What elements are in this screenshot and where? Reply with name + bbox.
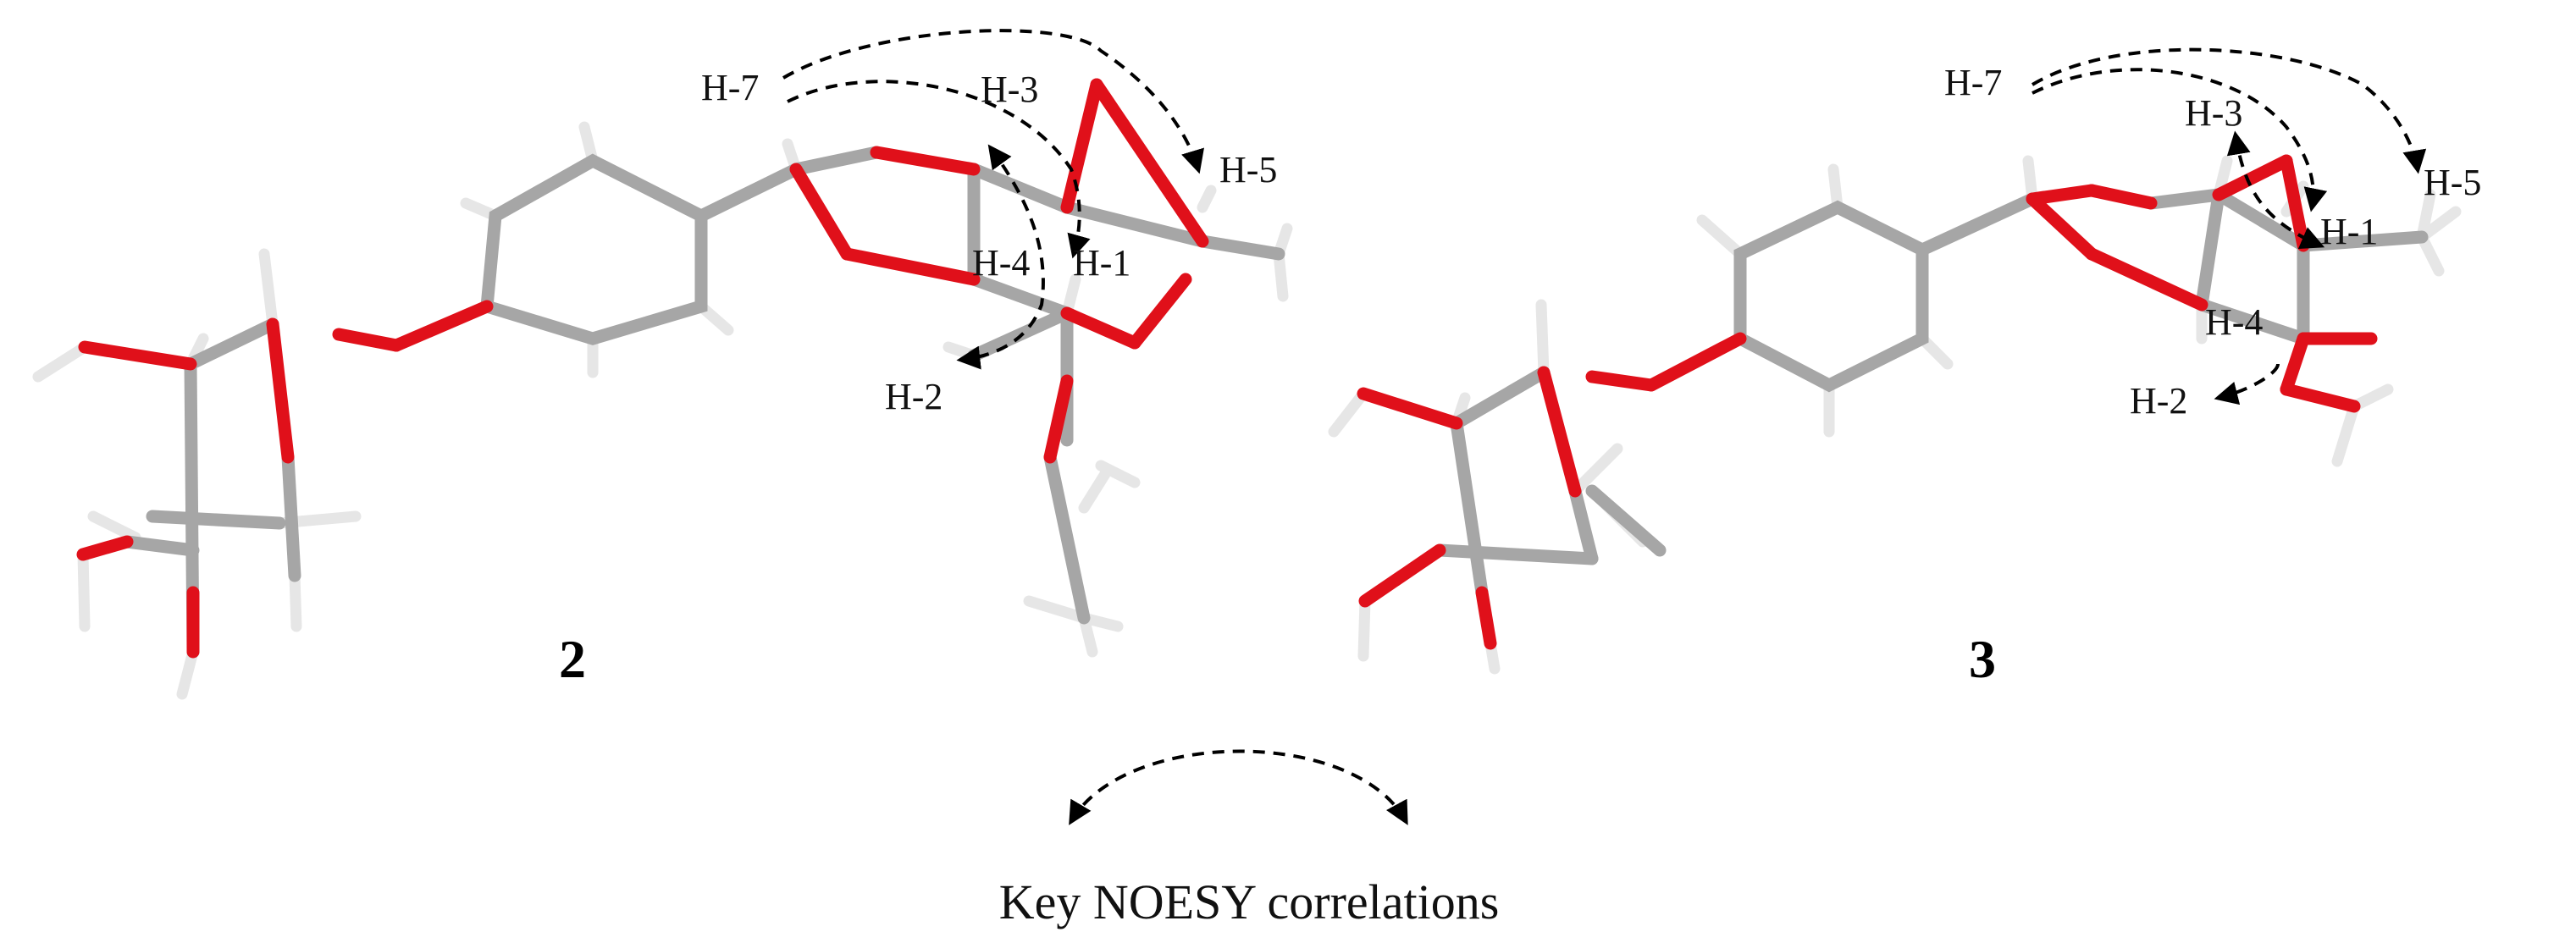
molecule-2-labels: H-7 H-3 H-5 H-4 H-1 H-2 xyxy=(701,67,1277,417)
label-h7-cmpd3: H-7 xyxy=(1944,62,2002,103)
molecule-2-carbon-bonds xyxy=(120,146,1285,659)
label-h4-cmpd3: H-4 xyxy=(2205,301,2263,343)
compound-number-2: 2 xyxy=(559,629,586,689)
molecule-2-noesy-arrows xyxy=(782,29,1204,370)
label-h2-cmpd3: H-2 xyxy=(2130,380,2187,422)
legend: Key NOESY correlations xyxy=(999,749,1500,929)
molecule-3-oxygen-bonds xyxy=(1357,154,2378,650)
label-h1-cmpd2: H-1 xyxy=(1073,242,1130,284)
label-h1-cmpd3: H-1 xyxy=(2320,211,2378,252)
molecule-2: H-7 H-3 H-5 H-4 H-1 H-2 2 xyxy=(32,29,1293,700)
label-h5-cmpd2: H-5 xyxy=(1219,149,1277,190)
molecule-3-labels: H-7 H-3 H-5 H-1 H-4 H-2 xyxy=(1944,62,2481,422)
label-h7-cmpd2: H-7 xyxy=(701,67,759,108)
label-h5-cmpd3: H-5 xyxy=(2424,162,2481,203)
molecule-3-noesy-arrows xyxy=(2031,47,2427,405)
label-h4-cmpd2: H-4 xyxy=(972,242,1030,284)
legend-text: Key NOESY correlations xyxy=(999,874,1500,929)
legend-double-arrow-icon xyxy=(1069,749,1408,825)
molecule-3: H-7 H-3 H-5 H-1 H-4 H-2 3 xyxy=(1328,47,2481,689)
molecule-3-carbon-bonds xyxy=(1433,188,2429,599)
label-h3-cmpd2: H-3 xyxy=(981,69,1038,110)
label-h3-cmpd3: H-3 xyxy=(2185,92,2242,134)
molecule-2-oxygen-bonds xyxy=(76,78,1209,659)
compound-number-3: 3 xyxy=(1969,629,1996,689)
label-h2-cmpd2: H-2 xyxy=(885,376,943,417)
